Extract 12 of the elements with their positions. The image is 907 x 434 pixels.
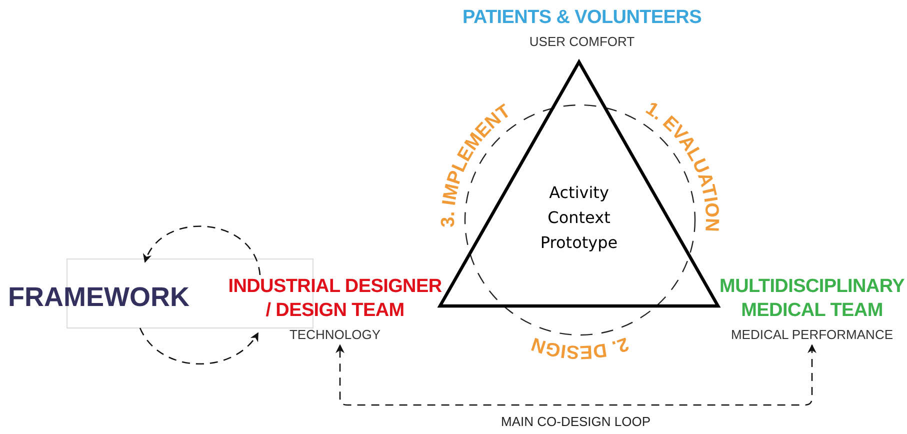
triangle-text: Activity Context Prototype <box>539 182 619 254</box>
stakeholder-heading: INDUSTRIAL DESIGNER / DESIGN TEAM <box>228 275 442 323</box>
stakeholder-subtitle: MEDICAL PERFORMANCE <box>730 327 894 343</box>
dashed-arrow <box>144 226 261 276</box>
framework-title: FRAMEWORK <box>8 282 190 313</box>
stakeholder-subtitle: USER COMFORT <box>529 34 635 50</box>
stakeholder-heading: MULTIDISCIPLINARY MEDICAL TEAM <box>718 275 906 323</box>
dashed-arrow <box>336 344 816 406</box>
stakeholder-heading: PATIENTS & VOLUNTEERS <box>462 6 702 30</box>
dashed-arrow <box>139 328 259 364</box>
stakeholder-subtitle: TECHNOLOGY <box>289 327 380 343</box>
cycle-step-label: 2. DESIGN <box>528 332 632 362</box>
